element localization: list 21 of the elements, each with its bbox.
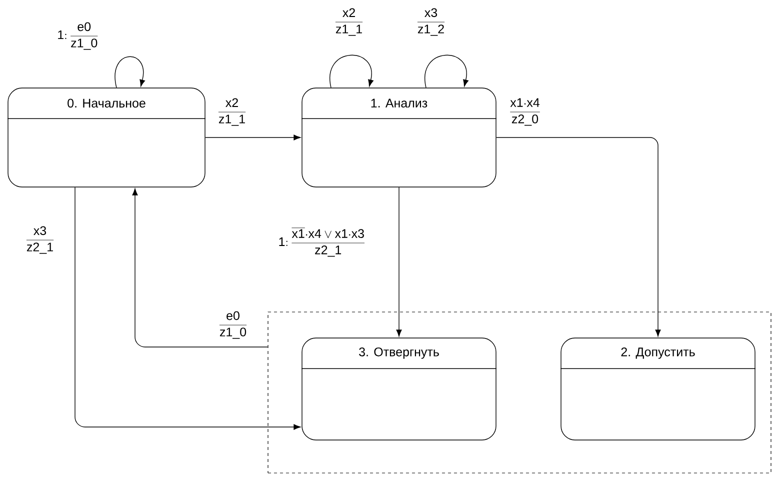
edge-label: $\frac{\mathsf{x1{\cdot}x4}}{\mathsf{z2\_0}}$: [508, 97, 542, 127]
state-box: 0. Начальное: [7, 88, 206, 188]
arrow: [424, 54, 468, 88]
edge-label: $\frac{\mathsf{x2}}{\mathsf{z1\_1}}$: [333, 7, 365, 37]
arrow: [74, 187, 301, 430]
state-box: 3. Отвергнуть: [301, 338, 497, 440]
arrow: [132, 188, 268, 348]
edge-label: $\frac{\mathsf{x3}}{\mathsf{z1\_2}}$: [415, 7, 447, 37]
arrow: [496, 137, 661, 337]
arrow: [205, 134, 301, 140]
state-box: 1. Анализ: [301, 88, 497, 188]
edge-label: $\frac{\mathsf{x2}}{\mathsf{z1\_1}}$: [216, 97, 248, 127]
edge-label: $\mathsf{1{:}}\,\frac{\mathsf{e0}}{\mathsf{z1\_0}}$: [56, 21, 100, 51]
edge-label: $\frac{\mathsf{e0}}{\mathsf{z1\_0}}$: [217, 310, 249, 340]
arrow: [114, 56, 146, 88]
edge-label: $\mathsf{1{:}}\,\frac{\overline{\mathsf{x1}}{\cdot}\mathsf{x4}\vee\mathsf{x1}{\cdot}\mathsf{x3}}{\mathsf{z2\_1}}$: [277, 226, 367, 258]
arrow: [330, 54, 374, 88]
dashed-frame: [268, 312, 772, 474]
arrow: [396, 187, 402, 337]
state-box: 2. Допустить: [560, 338, 756, 440]
edge-label: $\frac{\mathsf{x3}}{\mathsf{z2\_1}}$: [24, 225, 56, 255]
